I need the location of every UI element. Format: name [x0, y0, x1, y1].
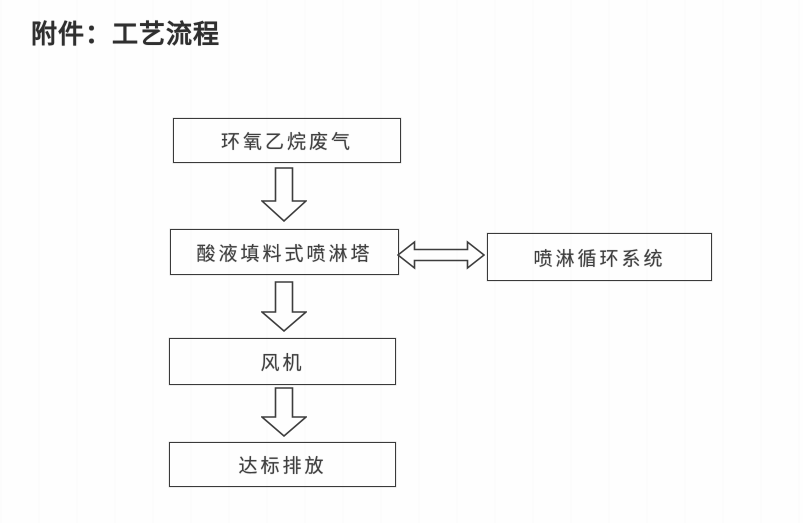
down-arrow-icon — [261, 387, 307, 437]
flow-node-spray-tower: 酸液填料式喷淋塔 — [170, 229, 399, 275]
flow-node-waste-gas: 环氧乙烷废气 — [173, 118, 401, 163]
flow-node-discharge-label: 达标排放 — [238, 456, 327, 477]
down-arrow-icon — [261, 167, 307, 222]
flow-node-fan-label: 风机 — [260, 353, 305, 374]
flow-node-discharge: 达标排放 — [169, 442, 396, 487]
flow-node-waste-gas-label: 环氧乙烷废气 — [220, 132, 353, 153]
double-headed-arrow-icon — [397, 240, 485, 270]
page-title: 附件：工艺流程 — [31, 20, 221, 49]
flow-node-circulation-system-label: 喷淋循环系统 — [533, 248, 666, 270]
flow-node-fan: 风机 — [169, 338, 396, 385]
flow-node-circulation-system: 喷淋循环系统 — [487, 233, 712, 281]
down-arrow-icon — [261, 281, 307, 332]
flow-node-spray-tower-label: 酸液填料式喷淋塔 — [196, 243, 373, 265]
